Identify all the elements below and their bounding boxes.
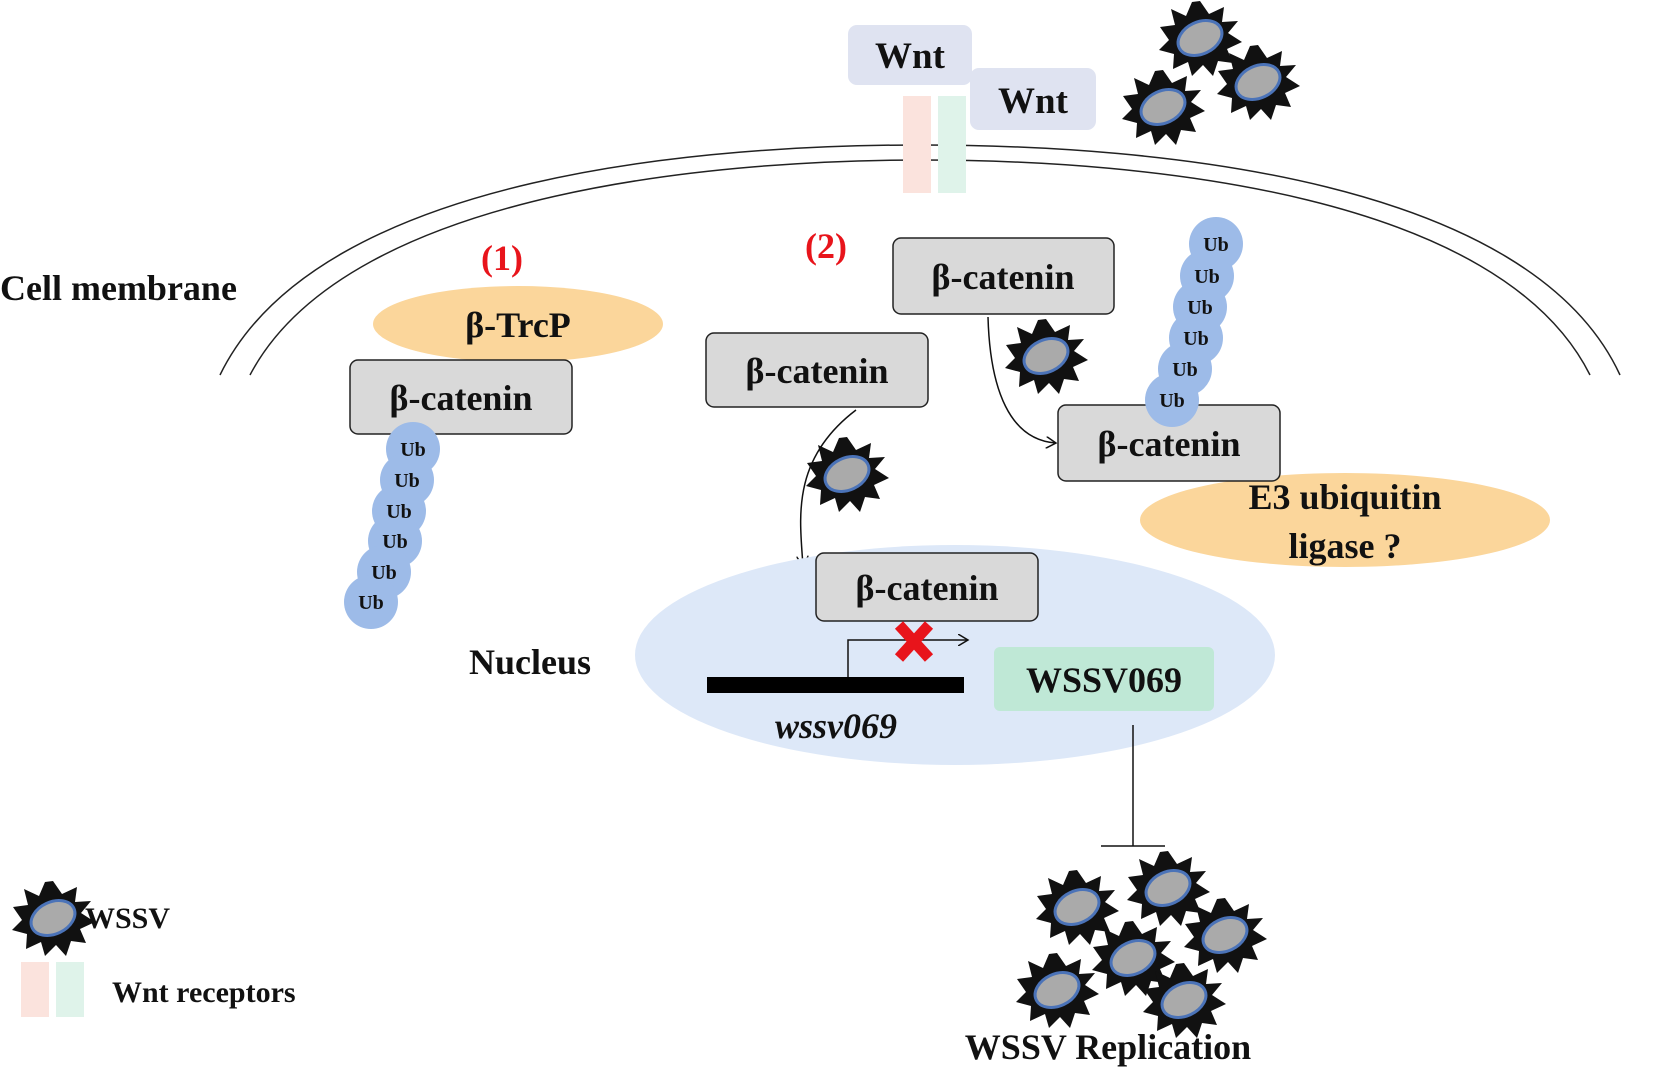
wnt-receptor-green bbox=[938, 96, 966, 193]
beta-catenin-box-top-right bbox=[892, 237, 1115, 315]
pathway-1-label: (1) bbox=[481, 238, 523, 278]
gene-bar bbox=[707, 677, 964, 693]
e3-ligase-ellipse bbox=[1140, 473, 1550, 567]
arrow-top-right-to-right bbox=[987, 316, 1056, 443]
block-x-icon bbox=[894, 621, 934, 662]
transcription-arrow bbox=[847, 640, 968, 677]
beta-catenin-label-right: β-catenin bbox=[1098, 424, 1241, 464]
ubiquitin-label: Ub bbox=[394, 470, 420, 492]
beta-catenin-box-nucleus bbox=[815, 552, 1039, 622]
e3-ligase-label-line1: E3 ubiquitin bbox=[1248, 477, 1441, 517]
pathway-2-label: (2) bbox=[805, 226, 847, 266]
wssv069-box bbox=[994, 647, 1214, 711]
beta-catenin-label-mid: β-catenin bbox=[746, 351, 889, 391]
virus-icon bbox=[1157, 0, 1244, 78]
virus-icon bbox=[1014, 951, 1101, 1030]
virus-icon bbox=[1125, 849, 1212, 928]
wnt-box-1 bbox=[848, 25, 972, 85]
btrcp-ellipse bbox=[373, 286, 663, 362]
beta-catenin-label-left: β-catenin bbox=[390, 378, 533, 418]
legend-receptor-pink bbox=[21, 962, 49, 1017]
virus-icon bbox=[804, 435, 891, 514]
wnt-receptor-pink bbox=[903, 96, 931, 193]
ubiquitin-label: Ub bbox=[1194, 266, 1220, 288]
beta-catenin-label-nucleus: β-catenin bbox=[856, 568, 999, 608]
ubiquitin-chain-right: Ub Ub Ub Ub Ub Ub bbox=[1145, 217, 1243, 427]
ubiquitin-label: Ub bbox=[1183, 328, 1209, 350]
ubiquitin-label: Ub bbox=[382, 531, 408, 553]
virus-icon bbox=[1003, 317, 1090, 396]
ubiquitin-label: Ub bbox=[1187, 297, 1213, 319]
wnt-label-2: Wnt bbox=[998, 81, 1069, 122]
beta-catenin-box-mid bbox=[705, 332, 929, 408]
wssv069-label: WSSV069 bbox=[1026, 660, 1182, 700]
ubiquitin-label: Ub bbox=[400, 439, 426, 461]
btrcp-label: β-TrcP bbox=[465, 305, 571, 345]
inhibition-line bbox=[1101, 725, 1165, 847]
ubiquitin-label: Ub bbox=[386, 501, 412, 523]
wnt-box-2 bbox=[970, 68, 1096, 130]
gene-label: wssv069 bbox=[775, 706, 897, 746]
legend-receptor-green bbox=[56, 962, 84, 1017]
cell-membrane-label: Cell membrane bbox=[0, 268, 237, 308]
wnt-label-1: Wnt bbox=[875, 36, 946, 77]
ubiquitin-bead bbox=[344, 575, 398, 629]
e3-ligase-label-line2: ligase ? bbox=[1289, 526, 1402, 566]
arrow-mid-to-nucleus bbox=[801, 409, 857, 566]
virus-icon bbox=[1120, 68, 1207, 147]
ubiquitin-bead bbox=[1145, 373, 1199, 427]
beta-catenin-label-top-right: β-catenin bbox=[932, 257, 1075, 297]
ubiquitin-label: Ub bbox=[371, 562, 397, 584]
virus-icon bbox=[10, 879, 97, 958]
replication-label: WSSV Replication bbox=[965, 1027, 1251, 1067]
ubiquitin-label: Ub bbox=[1159, 390, 1185, 412]
beta-catenin-box-left bbox=[349, 359, 573, 435]
legend-receptors-label: Wnt receptors bbox=[112, 976, 296, 1009]
ubiquitin-label: Ub bbox=[358, 592, 384, 614]
ubiquitin-label: Ub bbox=[1172, 359, 1198, 381]
ubiquitin-chain-left: Ub Ub Ub Ub Ub Ub bbox=[344, 422, 440, 629]
ubiquitin-label: Ub bbox=[1203, 234, 1229, 256]
legend-wssv-label: WSSV bbox=[85, 902, 170, 935]
nucleus-label: Nucleus bbox=[469, 642, 591, 682]
